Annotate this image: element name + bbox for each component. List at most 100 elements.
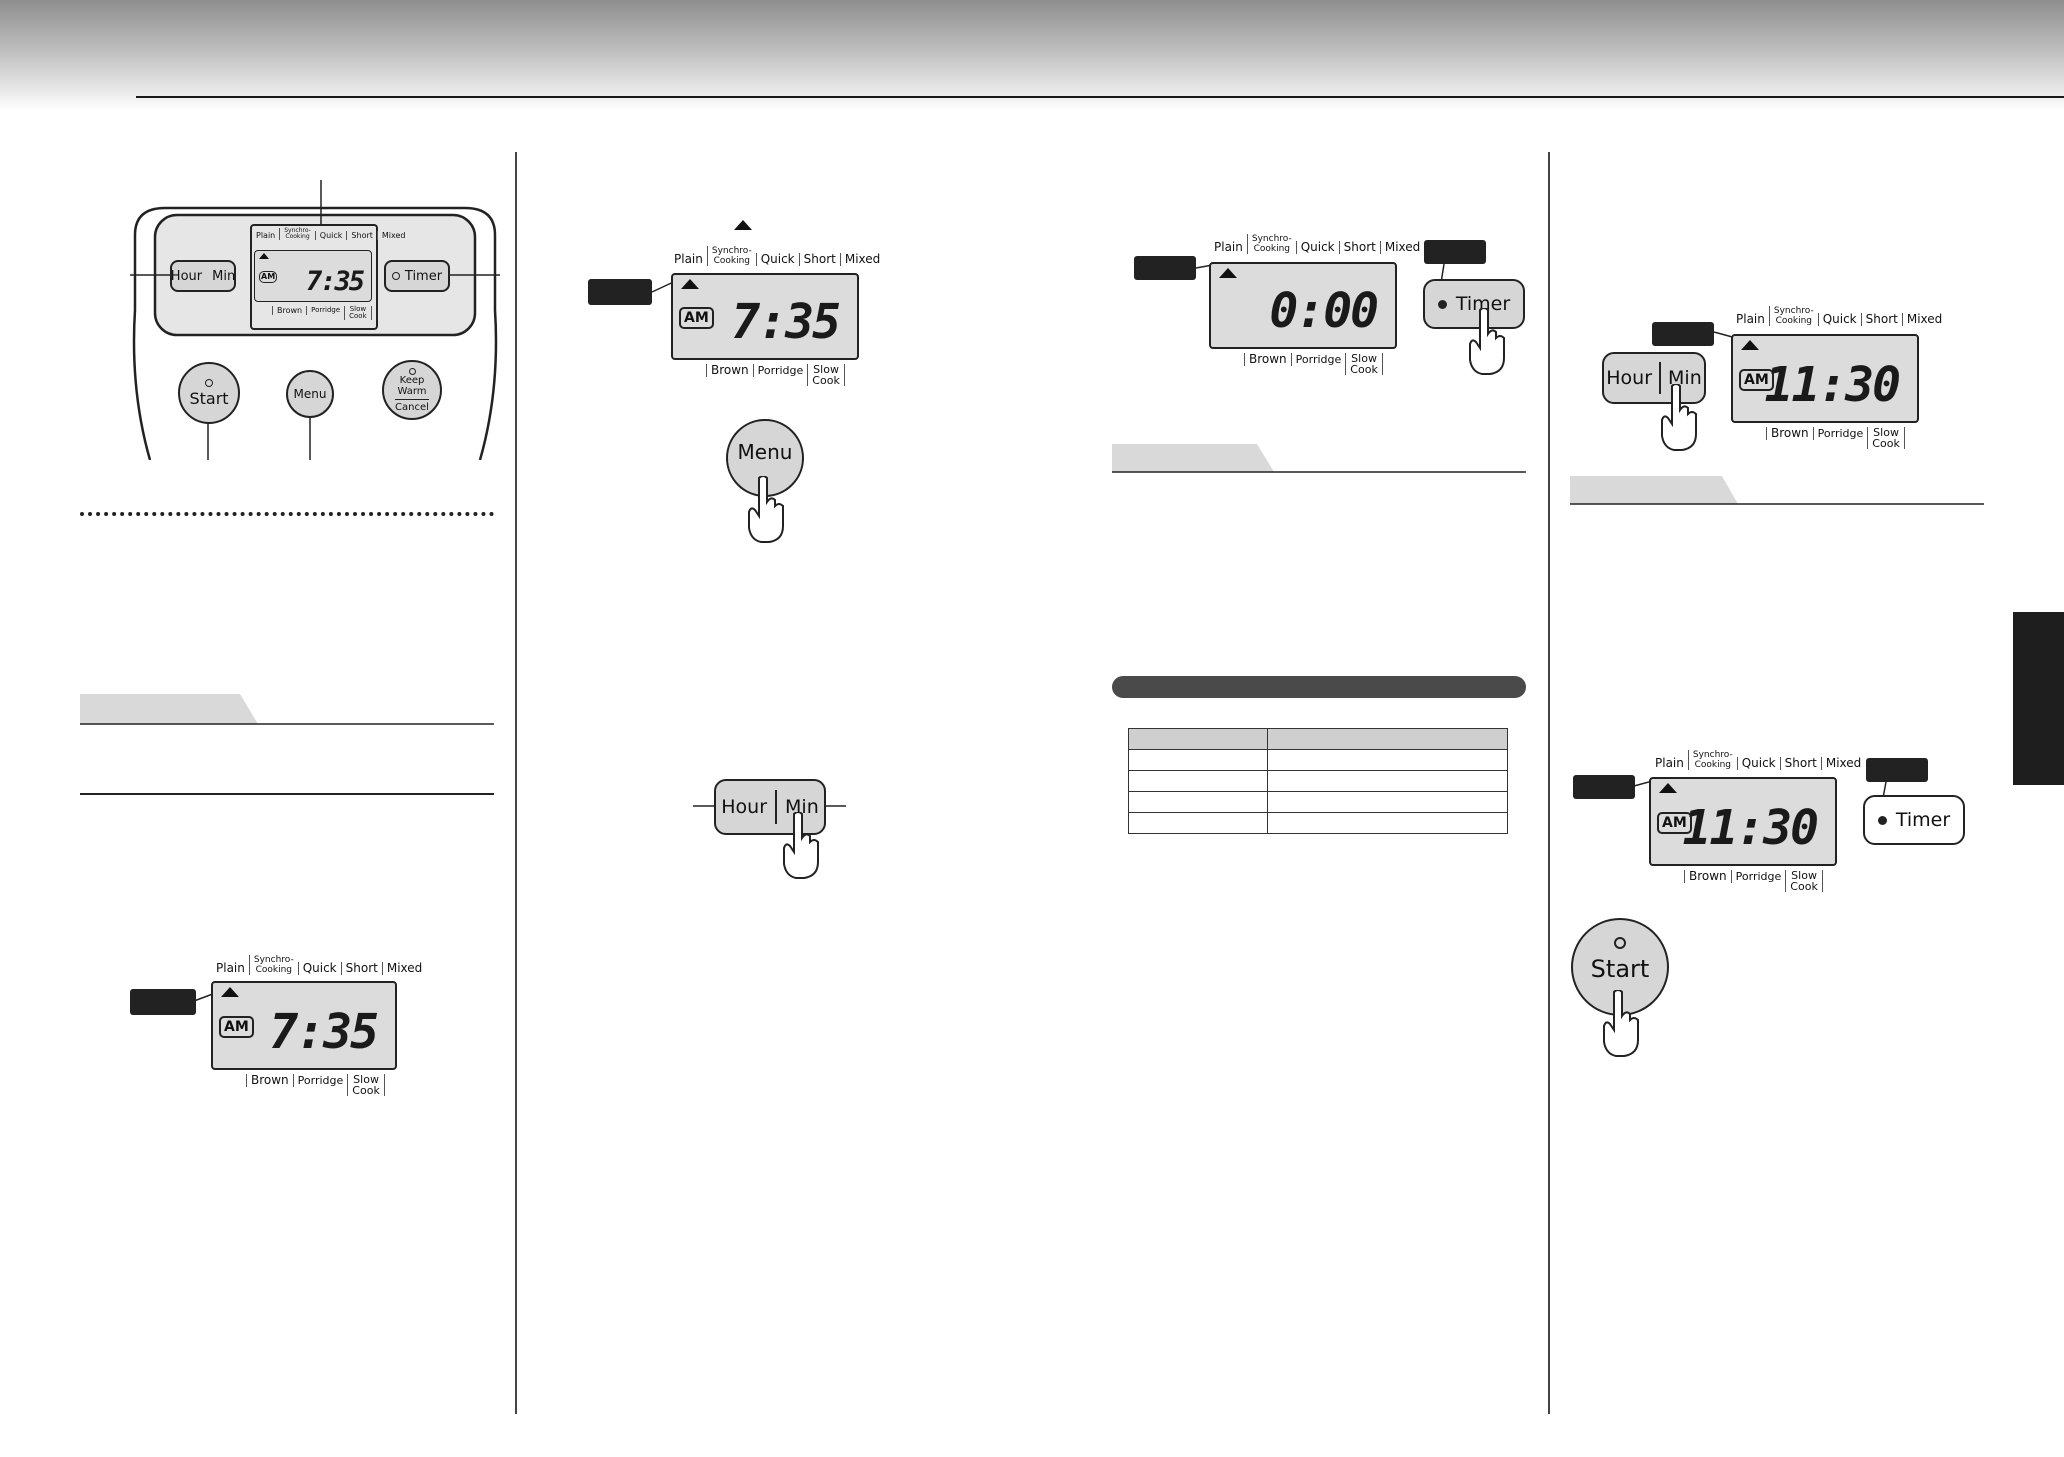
label-plain: Plain (1214, 240, 1243, 254)
keep-warm-cancel-button-small[interactable]: Keep Warm Cancel (382, 360, 442, 420)
timer-button-small[interactable]: Timer (384, 260, 450, 292)
label-short: Short (1338, 241, 1380, 254)
label-short: Short (1860, 313, 1902, 326)
callout-label (130, 989, 196, 1015)
label-brown: Brown (706, 364, 753, 377)
label-brown: Brown (246, 1074, 293, 1087)
table-row (1128, 770, 1508, 792)
dotted-separator (80, 512, 494, 516)
label-plain: Plain (1655, 756, 1684, 770)
section-tab (1570, 476, 1984, 505)
menu-bottom-labels: Brown Porridge Slow Cook (1684, 870, 1823, 892)
label-plain: Plain (674, 252, 703, 266)
table-header-cell (1267, 728, 1508, 750)
lcd-display: AM 7:35 (671, 273, 859, 360)
callout-label (1424, 240, 1486, 264)
timer-label: Timer (1455, 293, 1511, 315)
chapter-side-tab (2013, 612, 2064, 785)
label-porridge: Porridge (292, 1074, 348, 1087)
min-label: Min (212, 268, 236, 284)
section-header-bar (1112, 676, 1526, 698)
hour-label: Hour (721, 796, 768, 818)
mini-label-mixed: Mixed (376, 231, 410, 240)
label-mixed: Mixed (1901, 313, 1946, 326)
hour-min-button-small[interactable]: Hour Min (170, 260, 236, 292)
lcd-display: 0:00 (1209, 262, 1397, 349)
info-table (1128, 728, 1508, 834)
section-tab (1112, 444, 1526, 473)
start-label: Start (189, 388, 229, 408)
label-short: Short (1779, 757, 1821, 770)
label-synchro: Synchro- Cooking (706, 246, 756, 266)
label-quick: Quick (1295, 241, 1339, 254)
mini-label-synchro: Synchro- Cooking (279, 228, 315, 240)
hour-label: Hour (1606, 367, 1653, 389)
label-synchro: Synchro- Cooking (248, 955, 298, 975)
menu-label: Menu (293, 387, 327, 401)
min-label: Min (785, 796, 819, 818)
am-badge: AM (219, 1016, 254, 1038)
hand-pointer-icon (783, 812, 819, 879)
label-slowcook: Slow Cook (807, 364, 845, 386)
label-quick: Quick (297, 962, 341, 975)
hand-pointer-icon (1603, 990, 1639, 1057)
hour-label: Hour (170, 268, 203, 284)
label-slowcook: Slow Cook (1867, 427, 1905, 449)
lcd-display: AM 7:35 (211, 981, 397, 1070)
label-synchro: Synchro- Cooking (1687, 750, 1737, 770)
mini-am-badge: AM (259, 271, 278, 283)
menu-top-labels: Plain Synchro- Cooking Quick Short Mixed (1732, 306, 1946, 326)
mini-label-porridge: Porridge (306, 306, 344, 315)
timer-label: Timer (404, 268, 443, 284)
callout-leaders (693, 805, 846, 807)
menu-bottom-labels: Brown Porridge Slow Cook (1244, 353, 1383, 375)
mini-menu-bottom-labels: Brown Porridge Slow Cook (272, 306, 372, 320)
header-rule (136, 96, 2064, 98)
triangle-indicator-icon (1659, 783, 1677, 793)
status-led-icon (1437, 299, 1447, 309)
menu-top-labels: Plain Synchro- Cooking Quick Short Mixed (1651, 750, 1865, 770)
mini-label-brown: Brown (272, 306, 306, 315)
table-header-row (1128, 728, 1508, 750)
hand-pointer-icon (1469, 308, 1505, 375)
label-quick: Quick (755, 253, 799, 266)
status-led-icon (408, 367, 416, 375)
label-porridge: Porridge (1812, 427, 1868, 440)
label-synchro: Synchro- Cooking (1246, 234, 1296, 254)
mini-label-quick: Quick (314, 231, 347, 240)
label-synchro: Synchro- Cooking (1768, 306, 1818, 326)
label-porridge: Porridge (752, 364, 808, 377)
lcd-display: AM 11:30 (1731, 334, 1919, 423)
label-mixed: Mixed (1820, 757, 1865, 770)
time-display: 7:35 (731, 294, 841, 350)
label-plain: Plain (216, 961, 245, 975)
start-button-small[interactable]: Start (178, 362, 240, 424)
callout-label (1866, 758, 1928, 782)
triangle-indicator-icon (681, 279, 699, 289)
mini-lcd: AM 7:35 (254, 250, 372, 302)
label-brown: Brown (1244, 353, 1291, 366)
callout-label (588, 279, 652, 305)
timer-button[interactable]: Timer (1423, 279, 1525, 329)
callout-label (1652, 322, 1714, 346)
label-mixed: Mixed (1379, 241, 1424, 254)
time-display: 11:30 (1764, 357, 1901, 413)
menu-label: Menu (737, 440, 793, 464)
time-display: 7:35 (269, 1004, 379, 1060)
menu-button-small[interactable]: Menu (286, 370, 334, 418)
timer-button[interactable]: Timer (1863, 795, 1965, 845)
am-badge: AM (679, 307, 714, 329)
hour-min-button[interactable]: Hour Min (714, 779, 826, 835)
mini-label-plain: Plain (256, 231, 276, 240)
label-short: Short (798, 253, 840, 266)
menu-bottom-labels: Brown Porridge Slow Cook (1766, 427, 1905, 449)
label-short: Short (340, 962, 382, 975)
hand-pointer-icon (748, 476, 784, 543)
lcd-display: AM 11:30 (1649, 777, 1837, 866)
triangle-indicator-icon (734, 220, 752, 230)
column-divider (1548, 152, 1550, 1414)
menu-top-labels: Plain Synchro- Cooking Quick Short Mixed (1210, 234, 1424, 254)
column-divider (515, 152, 517, 1414)
triangle-indicator-icon (259, 253, 269, 259)
status-led-icon (205, 378, 213, 387)
